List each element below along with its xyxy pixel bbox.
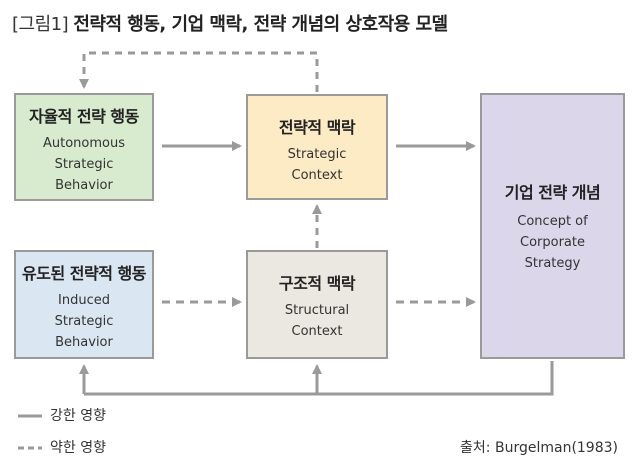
solid-line-icon [18, 414, 42, 418]
concept-title-en: Concept of Corporate Strategy [517, 213, 588, 271]
structural-context-title-en: Structural Context [284, 303, 350, 339]
strategic-context-title-en: Strategic Context [287, 147, 347, 183]
autonomous-title-ko: 자율적 전략 행동 [29, 107, 139, 126]
induced-behavior-box: 유도된 전략적 행동 Induced Strategic Behavior [14, 250, 154, 359]
feedback-strategic-context-to-autonomous [79, 51, 319, 92]
legend-strong: 강한 영향 [18, 405, 106, 425]
legend-strong-label: 강한 영향 [50, 408, 106, 424]
structural-context-title-ko: 구조적 맥락 [278, 274, 356, 293]
autonomous-behavior-box: 자율적 전략 행동 Autonomous Strategic Behavior [14, 93, 154, 201]
feedback-concept-bottom-line [84, 361, 554, 396]
induced-title-ko: 유도된 전략적 행동 [22, 264, 146, 283]
dashed-line-icon [18, 446, 42, 450]
legend-weak: 약한 영향 [18, 437, 106, 457]
source-citation: 출처: Burgelman(1983) [460, 440, 618, 456]
figure-title: [그림1] 전략적 행동, 기업 맥락, 전략 개념의 상호작용 모델 [12, 10, 448, 36]
figure-tag: [그림1] [12, 14, 69, 35]
induced-title-en: Induced Strategic Behavior [54, 293, 114, 350]
corporate-strategy-concept-box: 기업 전략 개념 Concept of Corporate Strategy [480, 93, 625, 359]
autonomous-title-en: Autonomous Strategic Behavior [42, 136, 125, 193]
structural-context-box: 구조적 맥락 Structural Context [246, 250, 388, 359]
concept-title-ko: 기업 전략 개념 [504, 182, 601, 202]
strategic-context-box: 전략적 맥락 Strategic Context [246, 94, 388, 200]
figure-title-text: 전략적 행동, 기업 맥락, 전략 개념의 상호작용 모델 [73, 14, 448, 35]
strategic-context-title-ko: 전략적 맥락 [278, 118, 356, 137]
legend-weak-label: 약한 영향 [50, 440, 106, 456]
